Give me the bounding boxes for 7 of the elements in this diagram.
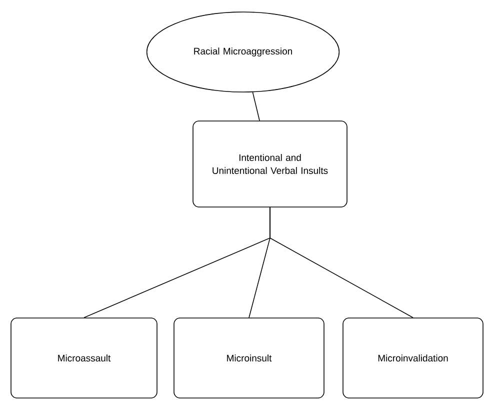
ellipse-node: Racial Microaggression (146, 12, 340, 92)
rounded-box: Microinvalidation (342, 318, 484, 398)
connector-line (252, 92, 260, 121)
rounded-box: Microassault (10, 318, 158, 398)
rounded-box: Intentional and Unintentional Verbal Insults (192, 120, 348, 208)
connector-line (270, 207, 414, 318)
rounded-box: Microinsult (174, 318, 324, 398)
